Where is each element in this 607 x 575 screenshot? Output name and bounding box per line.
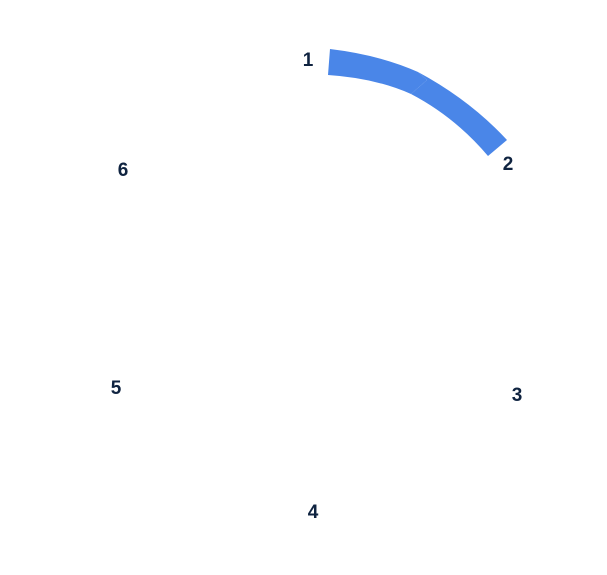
step-label-5: 5: [111, 378, 122, 399]
step-label-6: 6: [118, 160, 129, 181]
arrow-segment-group: [328, 49, 507, 156]
step-label-1: 1: [303, 50, 314, 71]
step-label-4: 4: [308, 502, 319, 523]
step-label-2: 2: [503, 154, 514, 175]
step-label-3: 3: [512, 385, 523, 406]
arrow-segment-1-to-2-first: [328, 49, 427, 94]
arrow-segment-1-to-2-second: [411, 72, 507, 156]
